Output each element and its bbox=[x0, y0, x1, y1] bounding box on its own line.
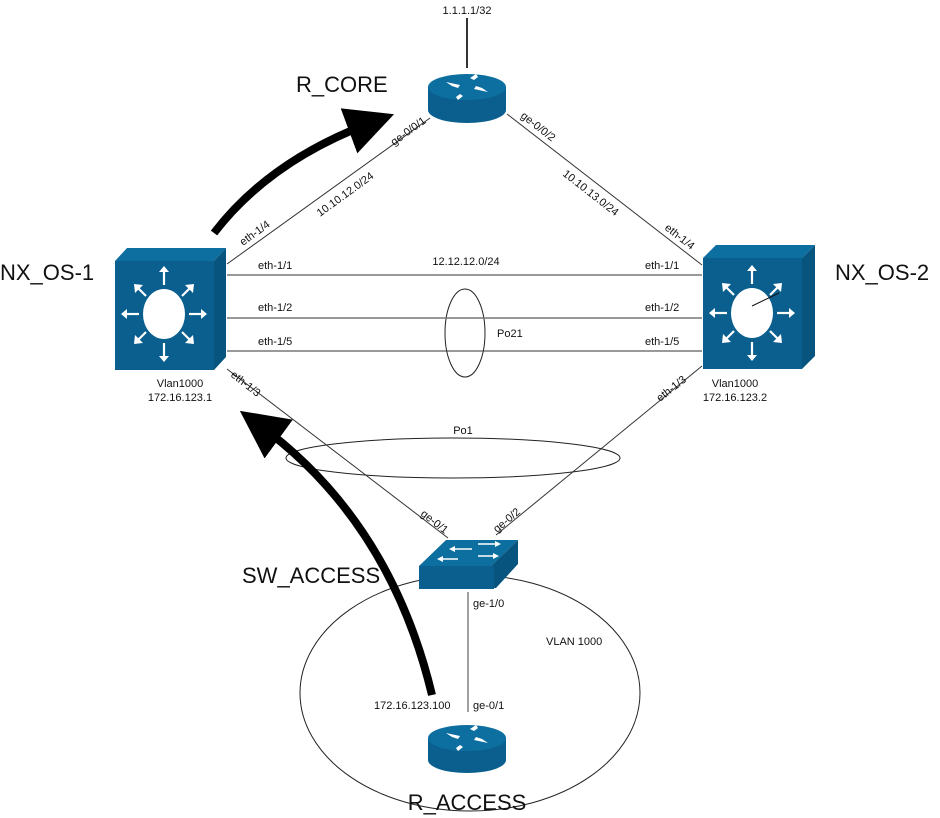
r-access-ip-label: 172.16.123.100 bbox=[374, 700, 450, 712]
eth12-b-port: eth-1/2 bbox=[645, 302, 679, 314]
r-access-router-icon[interactable] bbox=[428, 725, 506, 773]
r-access-label: R_ACCESS bbox=[408, 790, 527, 815]
r-core-label: R_CORE bbox=[296, 72, 388, 97]
nx2-access-a-port: eth-1/3 bbox=[654, 374, 688, 405]
nx-os-2-switch-icon[interactable] bbox=[703, 245, 815, 369]
access-raccess-a-port: ge-1/0 bbox=[473, 598, 504, 610]
eth15-b-port: eth-1/5 bbox=[645, 336, 679, 348]
nx2-access-b-port: ge-0/2 bbox=[491, 506, 523, 535]
nx1-access-a-port: eth-1/3 bbox=[228, 369, 262, 400]
nx-os-2-label: NX_OS-2 bbox=[835, 260, 929, 285]
vlan-1000-ellipse bbox=[299, 574, 641, 812]
access-raccess-b-port: ge-0/1 bbox=[473, 700, 504, 712]
link-nx1-access bbox=[226, 368, 449, 539]
nx-os-2-svi-label: Vlan1000 bbox=[712, 378, 759, 390]
eth15-a-port: eth-1/5 bbox=[258, 336, 292, 348]
r-core-router-icon[interactable] bbox=[428, 74, 506, 123]
eth11-b-port: eth-1/1 bbox=[645, 260, 679, 272]
sw-access-label: SW_ACCESS bbox=[242, 563, 380, 588]
eth11-a-port: eth-1/1 bbox=[258, 260, 292, 272]
link-core-nx2 bbox=[506, 113, 703, 266]
po21-ellipse bbox=[444, 288, 486, 378]
core-nx1-a-port: ge-0/0/1 bbox=[389, 115, 429, 148]
po1-label: Po1 bbox=[453, 425, 473, 437]
link-core-nx1 bbox=[226, 117, 431, 265]
nx-os-1-svi-label: Vlan1000 bbox=[157, 378, 204, 390]
po21-label: Po21 bbox=[497, 328, 523, 340]
eth12-a-port: eth-1/2 bbox=[258, 302, 292, 314]
nx-os-1-label: NX_OS-1 bbox=[0, 260, 94, 285]
nx-os-1-ip-label: 172.16.123.1 bbox=[148, 392, 212, 404]
traffic-arrow-nx1-to-core bbox=[210, 108, 395, 236]
nx-os-1-switch-icon[interactable] bbox=[115, 248, 226, 370]
po1-ellipse bbox=[285, 437, 621, 479]
sw-access-switch-icon[interactable] bbox=[419, 540, 518, 589]
core-nx2-subnet: 10.10.13.0/24 bbox=[560, 168, 620, 219]
traffic-arrow-access-to-nx1 bbox=[239, 410, 436, 696]
nx1-access-b-port: ge-0/1 bbox=[418, 508, 450, 537]
r-core-loopback-label: 1.1.1.1/32 bbox=[443, 5, 492, 17]
nx-os-2-ip-label: 172.16.123.2 bbox=[703, 392, 767, 404]
vlan-1000-label: VLAN 1000 bbox=[546, 636, 602, 648]
eth11-subnet: 12.12.12.0/24 bbox=[432, 256, 499, 268]
link-nx2-access bbox=[495, 365, 703, 536]
